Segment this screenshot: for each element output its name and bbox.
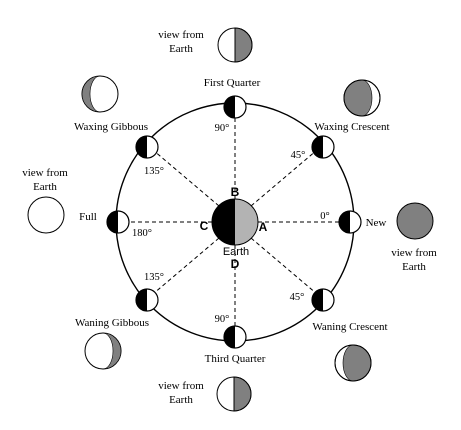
label-waxing-crescent: Waxing Crescent	[314, 121, 389, 133]
svg-text:Earth: Earth	[402, 261, 426, 273]
angle-180: 180°	[132, 228, 152, 239]
svg-text:Earth: Earth	[169, 394, 193, 406]
earth-point-a: A	[259, 220, 268, 234]
orbit-rays	[128, 115, 342, 330]
view-moon-waning-gibbous	[84, 332, 122, 370]
angle-135-bottom: 135°	[144, 272, 164, 283]
moon-waning-gibbous	[135, 288, 159, 312]
label-waning-gibbous: Waning Gibbous	[75, 317, 149, 329]
view-moon-waxing-crescent	[343, 79, 381, 117]
label-waning-crescent: Waning Crescent	[312, 321, 387, 333]
svg-text:Earth: Earth	[33, 181, 57, 193]
view-label-full: view from Earth	[22, 167, 68, 193]
angle-135-top: 135°	[144, 166, 164, 177]
earth-label: Earth	[223, 246, 249, 258]
view-moon-waning-crescent	[334, 344, 372, 382]
moon-waxing-gibbous	[135, 135, 159, 159]
svg-text:view from: view from	[391, 247, 437, 259]
moon-full	[106, 210, 130, 234]
ray-waxing-gibbous	[152, 149, 220, 207]
svg-text:view from: view from	[158, 29, 204, 41]
moon-waxing-crescent	[311, 135, 335, 159]
angle-90-top: 90°	[215, 123, 230, 134]
ray-waning-gibbous	[152, 237, 220, 295]
moon-waning-crescent	[311, 288, 335, 312]
view-moon-new	[396, 202, 434, 240]
view-moon-full	[27, 196, 65, 234]
label-first-quarter: First Quarter	[204, 77, 261, 89]
view-label-third-quarter: view from Earth	[158, 380, 204, 406]
angle-45-bottom: 45°	[290, 292, 305, 303]
angle-45-top: 45°	[291, 150, 306, 161]
earth-point-c: C	[200, 219, 209, 233]
moon-new	[338, 210, 362, 234]
label-waxing-gibbous: Waxing Gibbous	[74, 121, 148, 133]
view-label-new: view from Earth	[391, 247, 437, 273]
svg-text:Earth: Earth	[169, 43, 193, 55]
label-new: New	[366, 217, 387, 229]
angle-90-bottom: 90°	[215, 314, 230, 325]
view-moon-waxing-gibbous	[81, 75, 119, 113]
ray-waning-crescent	[250, 237, 318, 295]
earth-point-b: B	[231, 185, 240, 199]
angle-0: 0°	[320, 211, 329, 222]
svg-text:view from: view from	[158, 380, 204, 392]
view-moon-first-quarter	[217, 27, 253, 63]
view-moons	[27, 27, 434, 412]
label-full: Full	[79, 211, 97, 223]
view-label-first-quarter: view from Earth	[158, 29, 204, 55]
moon-third-quarter	[223, 325, 247, 349]
ray-waxing-crescent	[250, 149, 318, 207]
svg-text:view from: view from	[22, 167, 68, 179]
earth	[211, 198, 259, 246]
orbit-moons	[106, 95, 362, 349]
view-moon-third-quarter	[216, 376, 252, 412]
moon-first-quarter	[223, 95, 247, 119]
earth-point-d: D	[231, 257, 240, 271]
label-third-quarter: Third Quarter	[205, 353, 266, 365]
